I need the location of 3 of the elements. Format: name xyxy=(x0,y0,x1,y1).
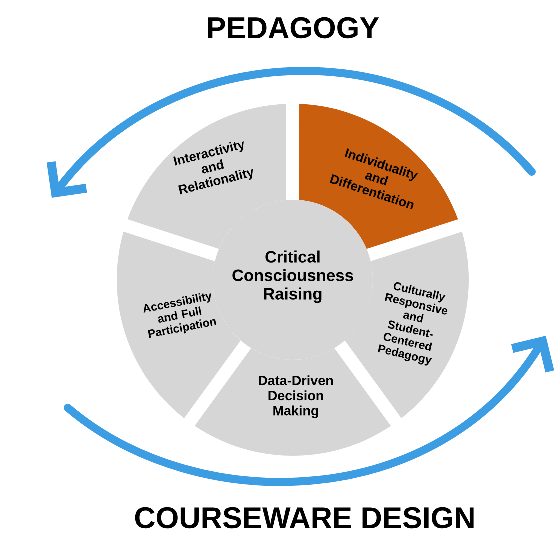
title-text: COURSEWARE DESIGN xyxy=(135,507,474,529)
title-text: PEDAGOGY xyxy=(208,17,380,39)
node-label: Data-Driven Decision Making xyxy=(259,376,334,418)
